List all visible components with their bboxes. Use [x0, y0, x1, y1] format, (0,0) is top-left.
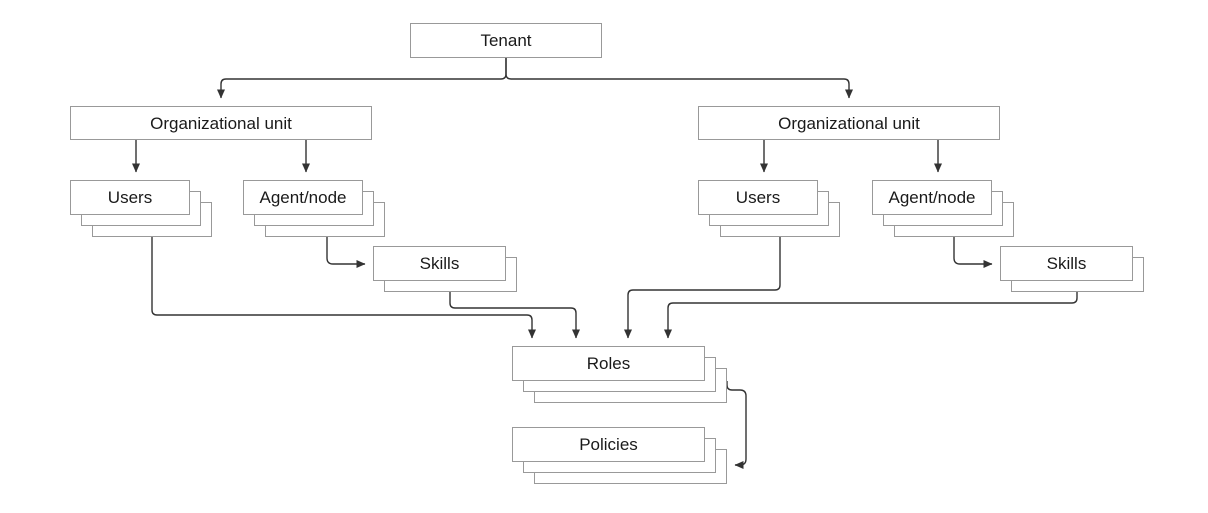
edge-roles-to-policies	[726, 381, 747, 469]
node-agent-right-label: Agent/node	[888, 188, 976, 207]
edge-skills-right-to-roles	[664, 292, 1078, 339]
node-skills-left[interactable]: Skills	[373, 246, 506, 281]
node-skills-left-label: Skills	[419, 254, 460, 273]
edge-tenant-to-ou-right	[505, 58, 853, 99]
edge-users-right-to-roles	[624, 202, 781, 339]
node-agent-right[interactable]: Agent/node	[872, 180, 992, 215]
node-users-right-label: Users	[735, 188, 781, 207]
node-organizational-unit-right-label: Organizational unit	[778, 113, 920, 133]
edge-users-left-to-roles	[151, 202, 536, 339]
edge-tenant-to-ou-left	[217, 58, 507, 99]
node-users-left[interactable]: Users	[70, 180, 190, 215]
node-users-left-label: Users	[107, 188, 153, 207]
node-skills-right-label: Skills	[1046, 254, 1087, 273]
edge-agent-right-to-skills-right	[953, 202, 993, 268]
edge-agent-left-to-skills-left	[326, 202, 366, 268]
node-policies-label: Policies	[579, 435, 638, 454]
node-tenant[interactable]: Tenant	[410, 23, 602, 58]
node-tenant-label: Tenant	[480, 31, 532, 50]
node-agent-left-label: Agent/node	[259, 188, 347, 207]
node-policies[interactable]: Policies	[512, 427, 705, 462]
node-users-right[interactable]: Users	[698, 180, 818, 215]
node-roles[interactable]: Roles	[512, 346, 705, 381]
node-roles-label: Roles	[586, 354, 631, 373]
node-skills-right[interactable]: Skills	[1000, 246, 1133, 281]
edge-skills-left-to-roles	[449, 292, 580, 339]
node-organizational-unit-left[interactable]: Organizational unit	[70, 106, 372, 140]
node-organizational-unit-left-label: Organizational unit	[150, 113, 292, 133]
node-organizational-unit-right[interactable]: Organizational unit	[698, 106, 1000, 140]
node-agent-left[interactable]: Agent/node	[243, 180, 363, 215]
